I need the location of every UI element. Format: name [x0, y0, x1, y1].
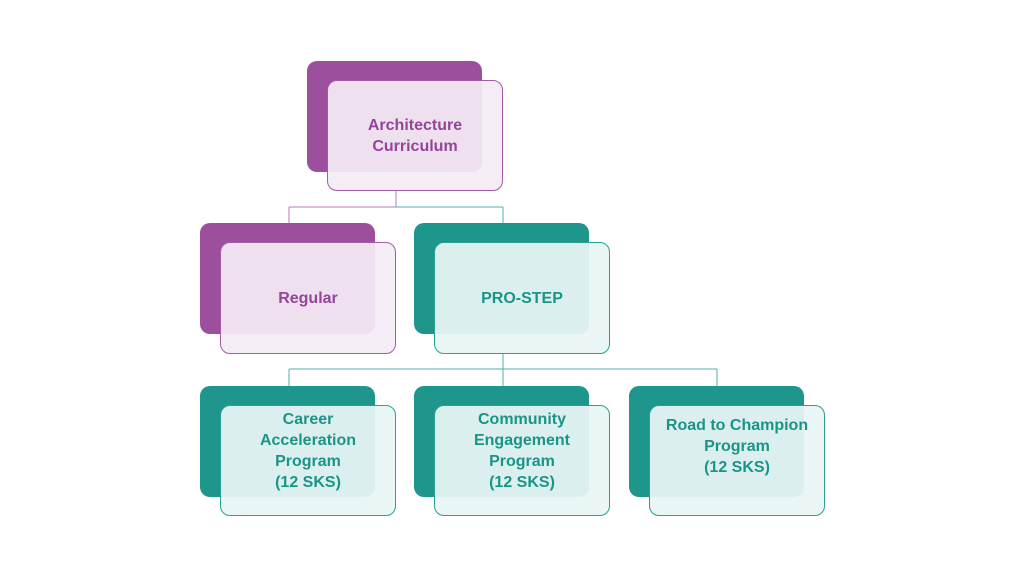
node-label-box: Architecture Curriculum: [327, 80, 503, 191]
node-label: Regular: [278, 289, 338, 307]
node-career-acceleration-program: Career Acceleration Program (12 SKS): [200, 386, 396, 516]
node-label-box: PRO-STEP: [434, 242, 610, 354]
node-label-box: Regular: [220, 242, 396, 354]
node-label: Road to Champion Program (12 SKS): [665, 417, 809, 476]
node-label-box: Career Acceleration Program (12 SKS): [220, 405, 396, 516]
node-label: Architecture Curriculum: [367, 116, 463, 155]
node-road-to-champion-program: Road to Champion Program (12 SKS): [629, 386, 825, 516]
node-label: PRO-STEP: [481, 289, 563, 307]
node-label: Career Acceleration Program (12 SKS): [259, 410, 357, 491]
node-architecture-curriculum: Architecture Curriculum: [307, 61, 503, 191]
node-pro-step: PRO-STEP: [414, 223, 610, 354]
node-regular: Regular: [200, 223, 396, 354]
node-label-box: Community Engagement Program (12 SKS): [434, 405, 610, 516]
node-label: Community Engagement Program (12 SKS): [473, 410, 570, 491]
node-label-box: Road to Champion Program (12 SKS): [649, 405, 825, 516]
node-community-engagement-program: Community Engagement Program (12 SKS): [414, 386, 610, 516]
